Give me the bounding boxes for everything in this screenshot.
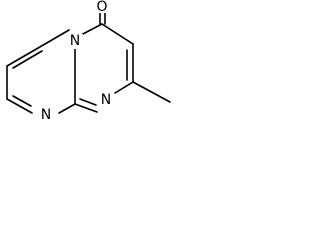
bond-c8-c9-inner (12, 95, 32, 107)
bond-c2-n (114, 81, 134, 94)
atom-labels: O N N N (39, 0, 114, 123)
bond-c2-methyl (132, 81, 171, 103)
bond-n-c9a-right-inner (79, 98, 97, 106)
atom-right-nitrogen-label: N (101, 92, 111, 108)
atom-bridge-nitrogen-label: N (70, 33, 80, 49)
bond-n-c9a (58, 103, 76, 114)
bond-c6-n (44, 29, 70, 45)
bonds (6, 11, 171, 114)
mask-right-nitrogen (99, 93, 114, 108)
bond-n-c4 (80, 23, 103, 36)
bond-c6-c7-inner (12, 50, 43, 69)
bond-c6-c7 (6, 43, 46, 67)
mask-left-nitrogen (39, 108, 54, 123)
mask-bridge-nitrogen (68, 34, 83, 49)
bond-n-c9a-right (74, 103, 98, 113)
atom-oxygen-label: O (96, 0, 107, 15)
mask-oxygen (95, 1, 110, 13)
bond-c8-c9 (6, 98, 33, 114)
molecule-structure: O N N N (6, 0, 171, 123)
bond-c4-c3 (101, 23, 134, 45)
atom-left-nitrogen-label: N (41, 107, 51, 123)
